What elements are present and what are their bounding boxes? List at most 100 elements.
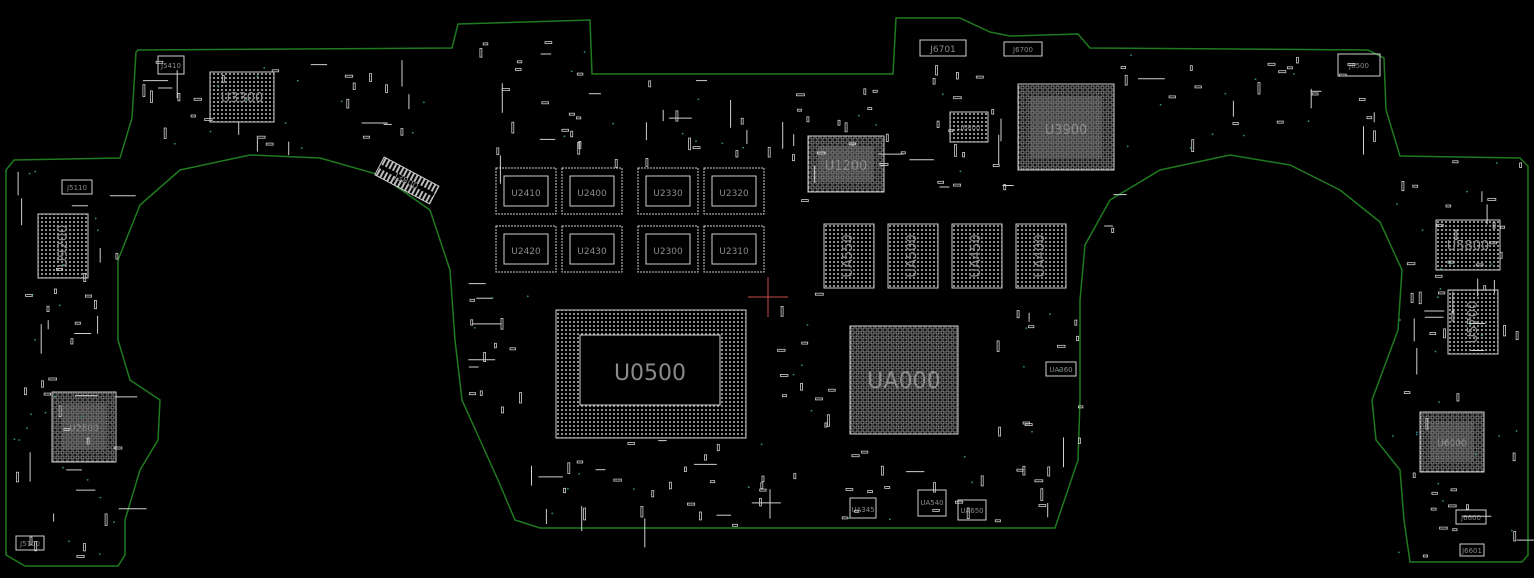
component-label: U2420 <box>511 247 541 257</box>
small-part <box>1120 66 1126 69</box>
small-part <box>29 536 33 546</box>
small-part <box>1503 324 1506 337</box>
small-part <box>1415 433 1418 436</box>
small-part <box>857 114 860 117</box>
small-part <box>570 70 573 73</box>
small-part <box>861 450 869 454</box>
small-part <box>885 133 889 142</box>
component-UA540[interactable]: UA540 <box>917 489 947 517</box>
small-part <box>482 42 489 46</box>
small-part <box>1031 430 1033 433</box>
small-part <box>1047 466 1051 477</box>
component-U2300[interactable]: U2300 <box>637 225 699 273</box>
small-part <box>956 72 959 80</box>
component-label: UA550 <box>841 234 856 277</box>
connector-J6600[interactable]: J6600 <box>1455 509 1487 525</box>
small-part <box>1445 204 1452 208</box>
component-U9200[interactable]: U9200 <box>37 213 89 279</box>
small-part <box>352 82 356 90</box>
small-part <box>34 170 37 173</box>
component-U2310[interactable]: U2310 <box>703 225 765 273</box>
small-part <box>13 438 16 440</box>
small-part <box>681 132 684 135</box>
small-part <box>28 172 31 175</box>
small-part <box>669 481 672 490</box>
connector-J6700[interactable]: J6700 <box>1003 41 1043 57</box>
component-U2800[interactable]: U2800 <box>51 391 117 463</box>
component-U3900[interactable]: U3900 <box>1017 83 1115 171</box>
component-U6000[interactable]: U6000 <box>1419 411 1485 473</box>
component-U0500[interactable]: U0500 <box>555 309 747 439</box>
small-part <box>1519 162 1522 168</box>
component-U2400[interactable]: U2400 <box>561 167 623 215</box>
small-part <box>479 390 483 396</box>
small-part <box>1515 331 1519 341</box>
small-part <box>971 481 974 484</box>
small-part <box>1189 147 1192 149</box>
component-UA000[interactable]: UA000 <box>849 325 959 435</box>
component-U2420[interactable]: U2420 <box>495 225 557 273</box>
component-UA550[interactable]: UA550 <box>823 223 875 289</box>
small-part <box>1435 274 1443 278</box>
small-part <box>496 147 500 156</box>
small-part <box>612 122 615 125</box>
component-U5700[interactable]: U5700 <box>1447 289 1499 355</box>
component-U2320[interactable]: U2320 <box>703 167 765 215</box>
small-part <box>651 490 655 498</box>
component-UA650[interactable]: UA650 <box>957 499 987 521</box>
connector-J6500[interactable]: J6500 <box>1337 53 1381 77</box>
component-U5800[interactable]: U5800 <box>1435 219 1501 271</box>
component-U6800[interactable]: U6800 <box>949 111 989 143</box>
small-part <box>63 427 70 431</box>
component-U2430[interactable]: U2430 <box>561 225 623 273</box>
small-part <box>704 454 707 461</box>
component-label: U3300 <box>221 91 264 106</box>
small-part <box>675 110 679 122</box>
small-part <box>284 122 287 124</box>
small-part <box>1023 365 1025 368</box>
component-UA345[interactable]: UA345 <box>849 497 877 519</box>
component-U3300[interactable]: U3300 <box>209 71 275 123</box>
small-part <box>190 114 196 118</box>
component-label: UA000 <box>867 369 940 394</box>
connector-J5110[interactable]: J5110 <box>61 179 93 195</box>
connector-J5100[interactable]: J5100 <box>15 535 45 551</box>
small-part <box>563 487 566 494</box>
component-U2330[interactable]: U2330 <box>637 167 699 215</box>
component-UA400[interactable]: UA400 <box>1015 223 1067 289</box>
small-part <box>493 342 497 349</box>
small-part <box>155 60 164 64</box>
component-label: J6701 <box>929 45 956 55</box>
small-part <box>1016 310 1020 319</box>
connector-J6701[interactable]: J6701 <box>919 39 967 57</box>
small-part <box>1511 529 1513 532</box>
small-part <box>975 75 984 79</box>
connector-J6601[interactable]: J6601 <box>1459 543 1485 557</box>
component-UA500[interactable]: UA500 <box>887 223 939 289</box>
connector-J5410[interactable]: J5410 <box>157 55 185 75</box>
small-part <box>716 443 720 452</box>
small-part <box>697 98 700 101</box>
small-part <box>256 135 266 139</box>
component-U2410[interactable]: U2410 <box>495 167 557 215</box>
small-part <box>1278 70 1287 74</box>
small-part <box>953 183 962 187</box>
component-U1200[interactable]: U1200 <box>807 135 885 193</box>
small-part <box>1438 291 1446 295</box>
small-part <box>1499 251 1503 259</box>
small-part <box>900 151 906 155</box>
component-UA360[interactable]: UA360 <box>1045 361 1077 377</box>
component-J3800[interactable]: J3800 <box>374 156 440 205</box>
small-part <box>932 508 940 512</box>
small-part <box>583 51 586 53</box>
component-UA450[interactable]: UA450 <box>951 223 1003 289</box>
small-part <box>1418 291 1422 305</box>
small-part <box>54 288 57 294</box>
small-part <box>851 454 860 458</box>
small-part <box>633 488 635 490</box>
small-part <box>800 382 803 391</box>
small-part <box>1292 73 1295 75</box>
small-part <box>1311 92 1319 96</box>
small-part <box>760 482 764 489</box>
small-part <box>344 74 354 78</box>
